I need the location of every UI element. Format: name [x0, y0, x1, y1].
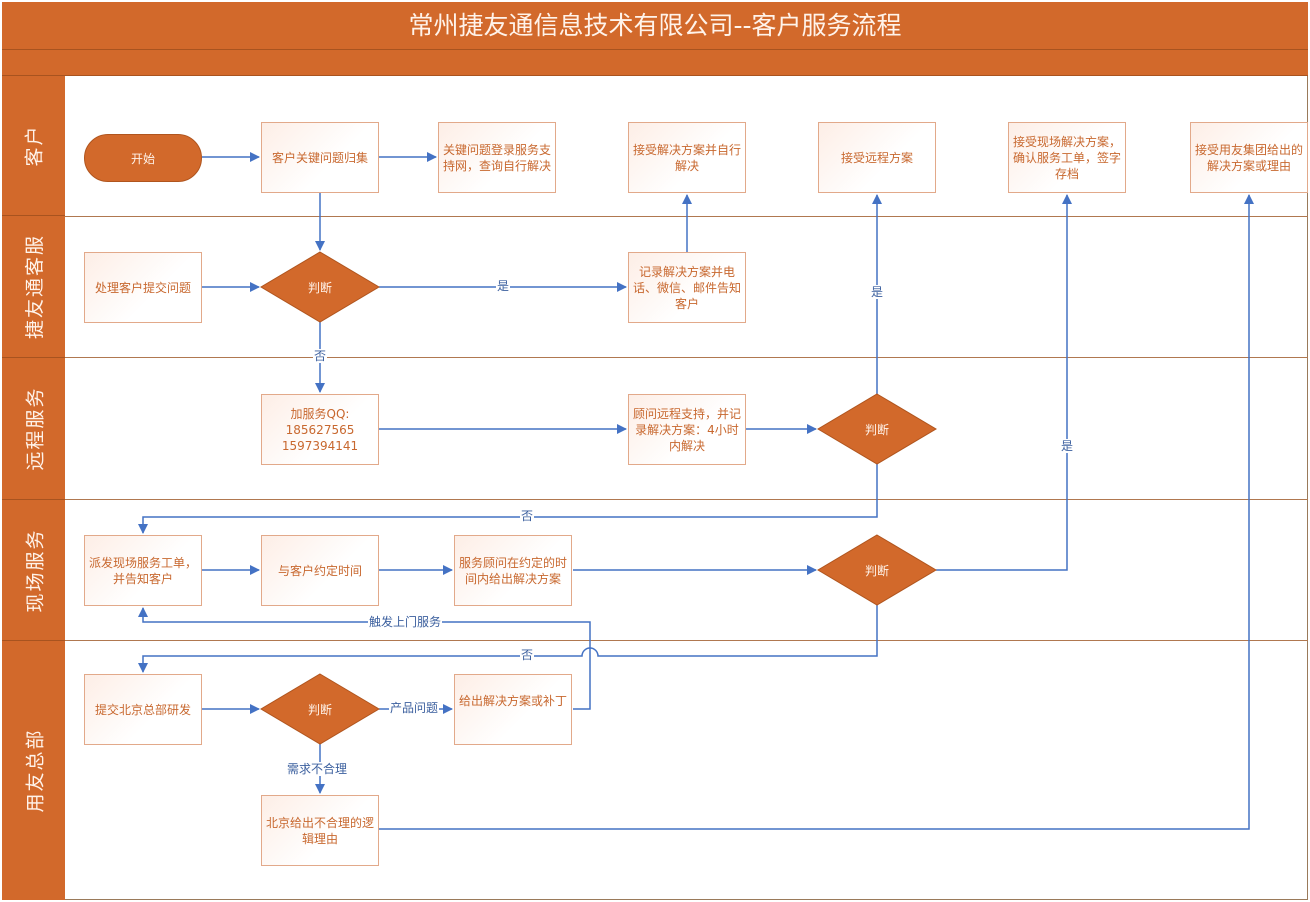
lane-header-onsite: 现场服务: [2, 500, 65, 641]
edge-label-d1-no: 否: [313, 349, 328, 363]
edge-label-d1-yes: 是: [496, 279, 511, 293]
node-add-qq[interactable]: 加服务QQ: 185627565 1597394141: [261, 394, 379, 465]
node-beijing-reason[interactable]: 北京给出不合理的逻辑理由: [261, 795, 379, 866]
node-accept-self[interactable]: 接受解决方案并自行解决: [628, 122, 746, 193]
edge-trigger-onsite: [138, 607, 591, 710]
node-collect[interactable]: 客户关键问题归集: [261, 122, 379, 193]
edge-label-trigger-onsite: 触发上门服务: [368, 615, 443, 629]
header-subbar: [2, 50, 1308, 76]
node-login-portal[interactable]: 关键问题登录服务支持网，查询自行解决: [438, 122, 556, 193]
node-record-notify[interactable]: 记录解决方案并电话、微信、邮件告知客户: [628, 252, 746, 323]
edge-decision3-no: [138, 605, 878, 673]
decision3-diamond[interactable]: [817, 534, 937, 606]
edge-label-d2-no: 否: [520, 509, 535, 523]
node-schedule[interactable]: 与客户约定时间: [261, 535, 379, 606]
start-node[interactable]: 开始: [84, 134, 202, 182]
edge-decision2-no: [138, 464, 878, 534]
node-consultant-solve[interactable]: 服务顾问在约定的时间内给出解决方案: [454, 535, 572, 606]
lane-header-jyt-service: 捷友通客服: [2, 216, 65, 358]
edge-label-d3-yes: 是: [1060, 439, 1075, 453]
decision2-diamond[interactable]: [817, 393, 937, 465]
edge-label-d3-no: 否: [520, 648, 535, 662]
node-accept-onsite[interactable]: 接受现场解决方案，确认服务工单，签字存档: [1008, 122, 1126, 193]
node-dispatch[interactable]: 派发现场服务工单，并告知客户: [84, 535, 202, 606]
edge-beijing-accept: [379, 194, 1254, 830]
decision4-diamond[interactable]: [260, 673, 380, 745]
lane-header-yonyou-hq: 用友总部: [2, 641, 65, 900]
qq-title: 加服务QQ:: [290, 406, 350, 421]
decision1-diamond[interactable]: [260, 251, 380, 323]
edge-label-unreasonable: 需求不合理: [286, 762, 349, 776]
lane-divider: [65, 499, 1308, 500]
lane-header-remote: 远程服务: [2, 358, 65, 500]
lane-header-customer: 客户: [2, 76, 65, 216]
edge-label-d2-yes: 是: [870, 285, 885, 299]
node-accept-yonyou[interactable]: 接受用友集团给出的解决方案或理由: [1190, 122, 1308, 193]
lane-divider: [65, 357, 1308, 358]
node-give-patch[interactable]: 给出解决方案或补丁: [454, 674, 572, 745]
node-handle-issue[interactable]: 处理客户提交问题: [84, 252, 202, 323]
edge-label-product-issue: 产品问题: [389, 701, 440, 715]
qq-number-2: 1597394141: [281, 438, 359, 453]
lane-divider: [65, 640, 1308, 641]
node-accept-remote[interactable]: 接受远程方案: [818, 122, 936, 193]
qq-number-1: 185627565: [285, 422, 355, 437]
edge-decision3-yes: [936, 194, 1072, 571]
node-remote-support[interactable]: 顾问远程支持，并记录解决方案：4小时内解决: [628, 394, 746, 465]
diagram-title: 常州捷友通信息技术有限公司--客户服务流程: [2, 2, 1308, 50]
node-submit-hq[interactable]: 提交北京总部研发: [84, 674, 202, 745]
